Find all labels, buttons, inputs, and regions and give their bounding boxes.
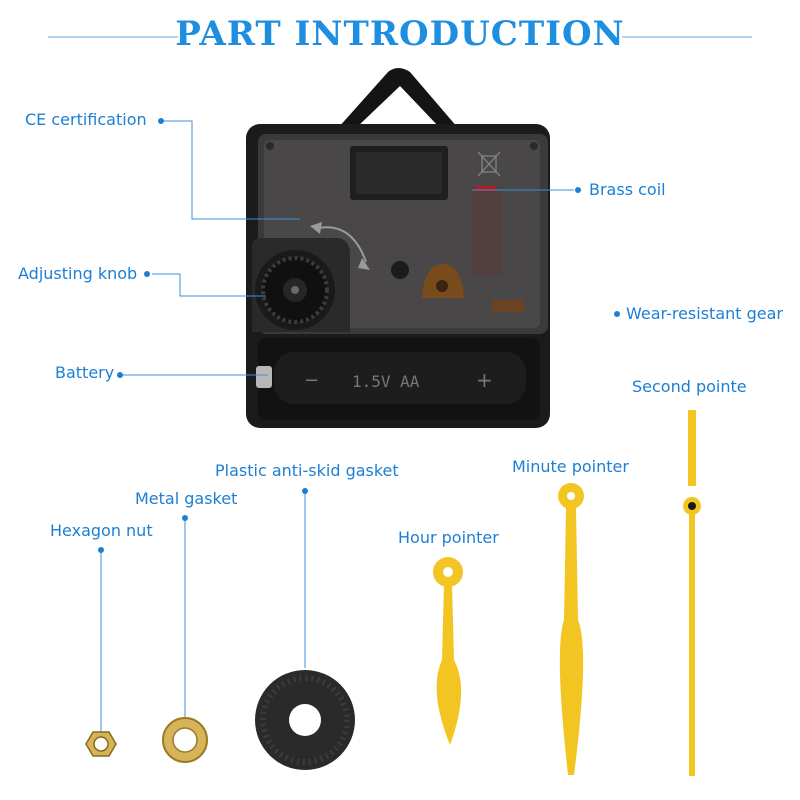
label-hexagon-nut: Hexagon nut xyxy=(50,521,153,540)
page-title: PART INTRODUCTION xyxy=(175,14,625,54)
plastic-gasket xyxy=(255,670,355,770)
minute-pointer xyxy=(558,483,584,775)
battery-plus: + xyxy=(476,368,493,392)
label-metal-gasket: Metal gasket xyxy=(135,489,238,508)
label-adjusting-knob: Adjusting knob xyxy=(18,264,138,283)
clock-movement xyxy=(246,124,550,428)
label-hour-pointer: Hour pointer xyxy=(398,528,499,547)
hour-pointer xyxy=(433,557,463,745)
label-battery: Battery xyxy=(55,363,115,382)
second-pointer xyxy=(683,410,701,776)
hanger-hook xyxy=(338,68,458,128)
label-brass-coil: Brass coil xyxy=(589,180,666,199)
metal-gasket xyxy=(162,717,208,763)
label-second-pointer: Second pointe xyxy=(632,377,747,396)
battery-voltage: 1.5V AA xyxy=(352,372,420,391)
label-plastic-gasket: Plastic anti-skid gasket xyxy=(215,461,399,480)
label-ce-certification: CE certification xyxy=(25,110,147,129)
label-minute-pointer: Minute pointer xyxy=(512,457,629,476)
hexagon-nut xyxy=(85,731,117,757)
callout-dots xyxy=(98,118,620,553)
callout-lines xyxy=(100,120,574,738)
battery-minus: − xyxy=(304,370,320,391)
label-wear-resistant-gear: Wear-resistant gear xyxy=(626,304,784,323)
